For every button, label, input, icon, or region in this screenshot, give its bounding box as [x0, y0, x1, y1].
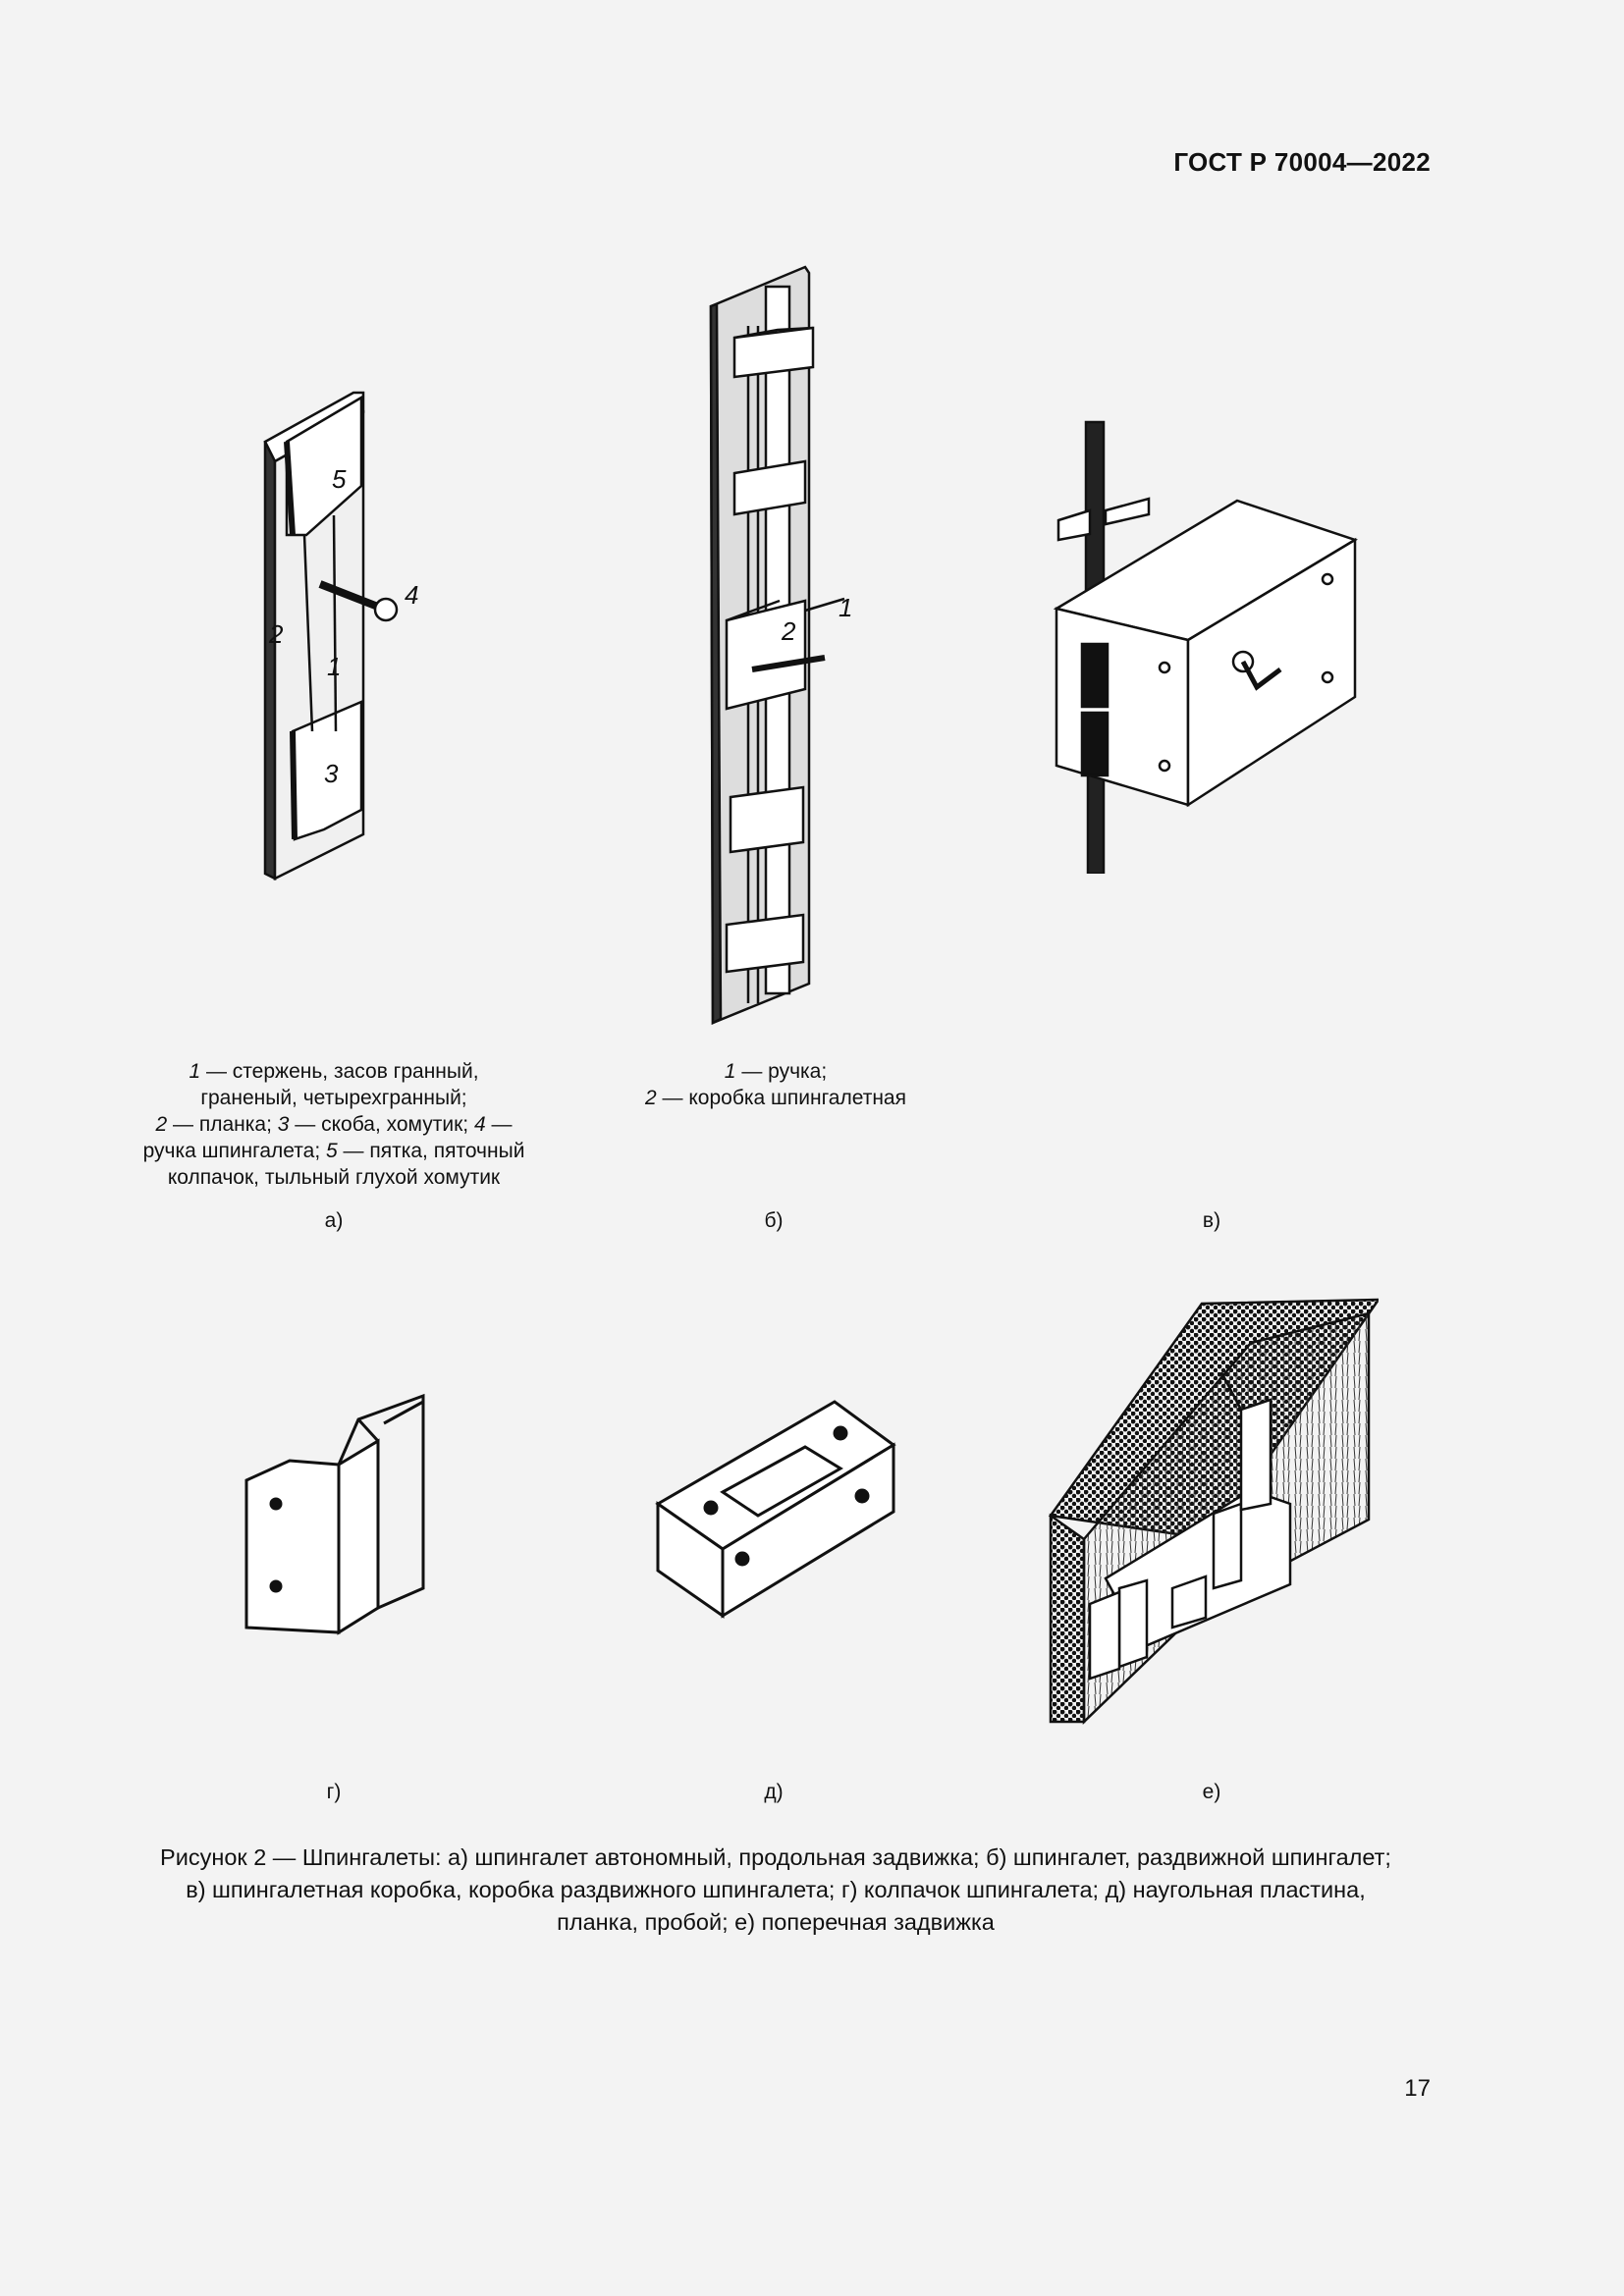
callout-2: 2 [268, 619, 284, 649]
figure-a-legend: 1 — стержень, засов гранный, граненый, че… [118, 1058, 550, 1191]
legend-line: колпачок, тыльный глухой хомутик [167, 1166, 501, 1189]
figure-a-label: а) [324, 1209, 344, 1232]
legend-line: 2 — коробка шпингалетная [645, 1087, 906, 1109]
caption-line: в) шпингалетная коробка, коробка раздвиж… [186, 1877, 1366, 1902]
legend-line: 1 — стержень, засов гранный, [189, 1060, 479, 1083]
figure-e-drawing [1045, 1294, 1379, 1726]
figure-caption: Рисунок 2 — Шпингалеты: а) шпингалет авт… [108, 1842, 1443, 1939]
figure-a-drawing: 5 4 2 1 3 [245, 378, 442, 888]
document-code: ГОСТ Р 70004—2022 [1173, 147, 1431, 177]
figure-g-label: г) [326, 1781, 342, 1803]
callout-1: 1 [839, 593, 852, 622]
figure-v-drawing [1041, 412, 1365, 874]
caption-line: Рисунок 2 — Шпингалеты: а) шпингалет авт… [160, 1844, 1391, 1870]
figure-b-drawing: 2 1 [687, 257, 884, 1033]
page-number: 17 [1404, 2075, 1431, 2102]
figure-e-label: е) [1202, 1781, 1221, 1803]
callout-5: 5 [332, 464, 347, 494]
figure-b-legend: 1 — ручка; 2 — коробка шпингалетная [589, 1058, 962, 1111]
legend-line: 2 — планка; 3 — скоба, хомутик; 4 — [155, 1113, 513, 1136]
legend-line: граненый, четырехгранный; [200, 1087, 467, 1109]
figure-b-label: б) [764, 1209, 784, 1232]
legend-line: 1 — ручка; [724, 1060, 828, 1083]
legend-line: ручка шпингалета; 5 — пятка, пяточный [142, 1140, 525, 1162]
callout-4: 4 [405, 580, 418, 610]
figure-g-drawing [241, 1382, 437, 1637]
figure-v-label: в) [1202, 1209, 1221, 1232]
figure-d-drawing [648, 1394, 903, 1629]
callout-1: 1 [327, 652, 341, 681]
callout-2: 2 [781, 616, 796, 646]
figure-d-label: д) [764, 1781, 784, 1803]
callout-3: 3 [324, 759, 339, 788]
caption-line: планка, пробой; е) поперечная задвижка [557, 1909, 995, 1935]
